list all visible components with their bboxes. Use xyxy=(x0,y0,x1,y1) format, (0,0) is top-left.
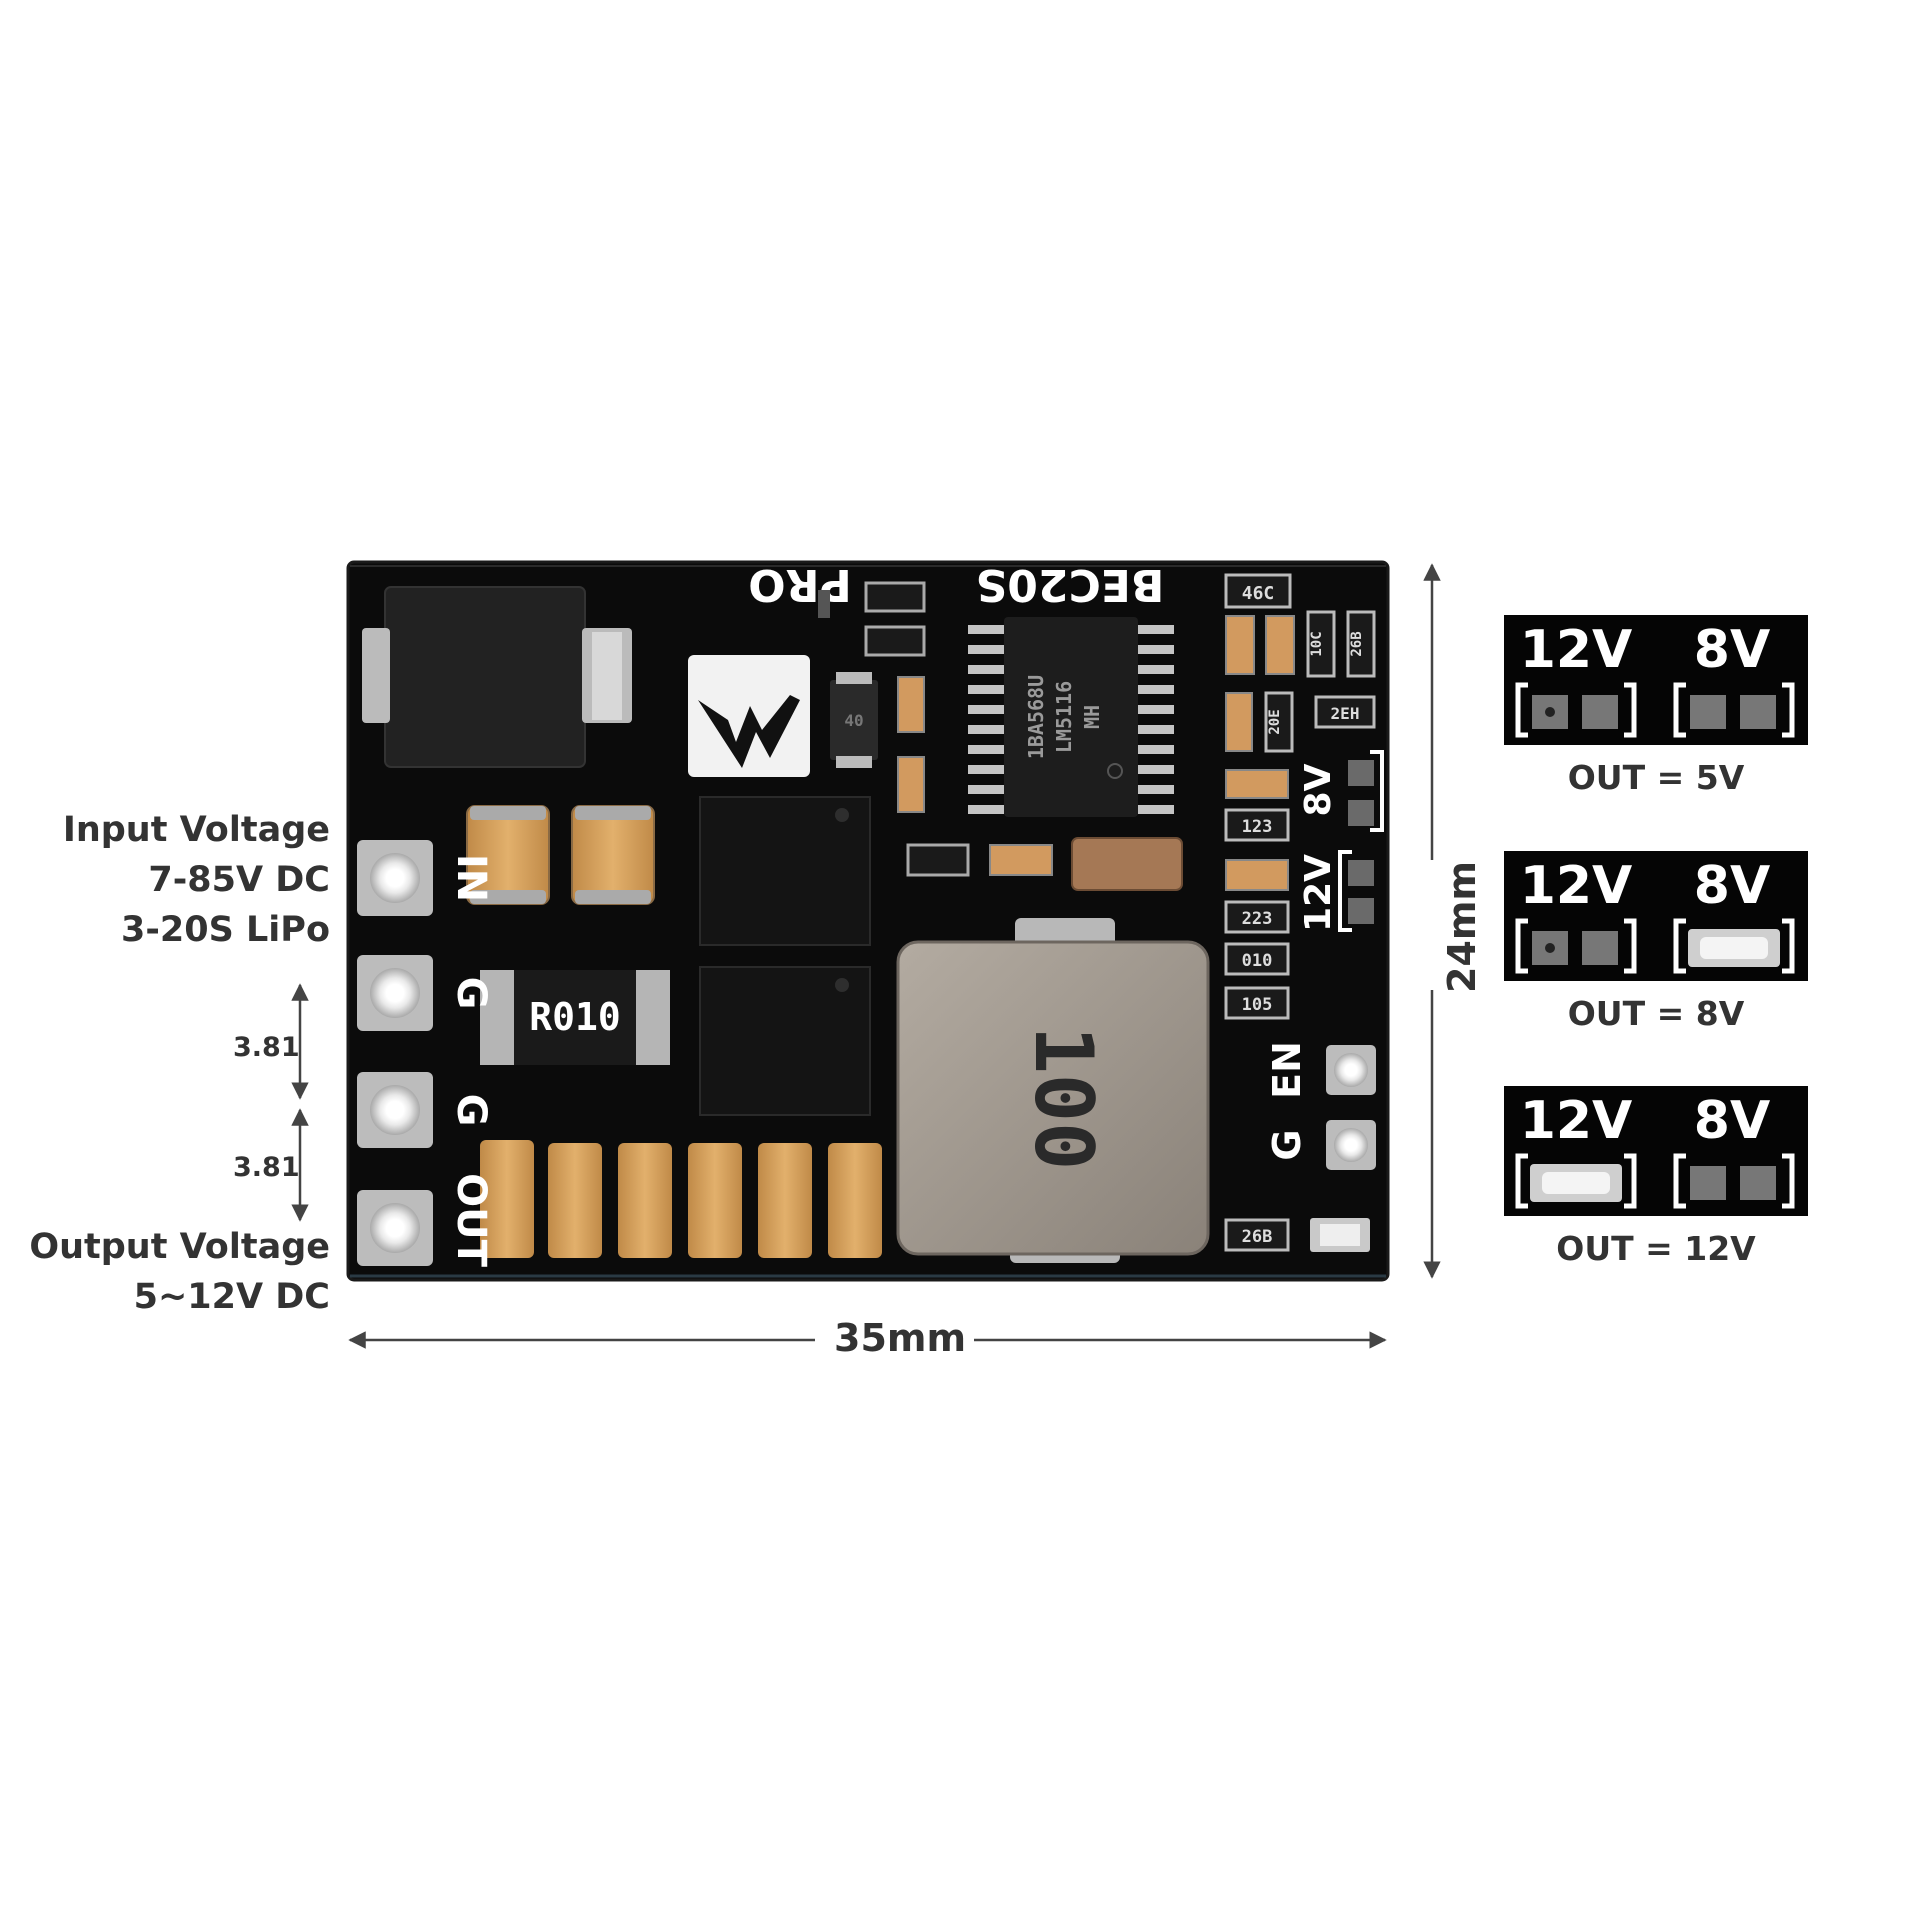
input-voltage-cells: 3-20S LiPo xyxy=(121,910,330,950)
jumper-label-12v: 12V xyxy=(1520,1091,1633,1151)
jumper-label-8v: 8V xyxy=(1694,620,1770,680)
smd-code-2: 10C xyxy=(1309,631,1325,656)
jumper-caption: OUT = 12V xyxy=(1556,1229,1756,1268)
controller-ic: 1BA568U LM5116 MH xyxy=(968,617,1174,817)
jumper-label-12v: 12V xyxy=(1520,856,1633,916)
output-voltage-range: 5~12V DC xyxy=(133,1277,330,1317)
board-label-8v: 8V xyxy=(1298,763,1339,816)
smd-passives-top xyxy=(818,581,1183,891)
smd-code-9: 105 xyxy=(1242,995,1273,1015)
board-label-12v: 12V xyxy=(1298,854,1339,932)
left-solder-pads xyxy=(357,840,433,1266)
jumper-panel: 12V 8V xyxy=(1504,615,1808,745)
output-capacitors xyxy=(480,1140,882,1258)
pad-label-g1: G xyxy=(448,977,494,1010)
jumper-label-8v: 8V xyxy=(1694,856,1770,916)
pad-label-g2: G xyxy=(448,1094,494,1127)
output-voltage-title: Output Voltage xyxy=(29,1227,330,1267)
shunt-resistor: R010 xyxy=(480,970,670,1065)
input-voltage-block: Input Voltage 7-85V DC 3-20S LiPo xyxy=(63,805,330,955)
inductor-marking: 100 xyxy=(1017,1026,1110,1171)
shunt-marking: R010 xyxy=(529,995,621,1039)
jumper-label-8v: 8V xyxy=(1694,1091,1770,1151)
smd-code-4: 20E xyxy=(1267,709,1283,734)
right-solder-pads xyxy=(1326,1045,1376,1170)
mosfets xyxy=(699,796,871,1116)
height-dimension-label: 24mm xyxy=(1440,854,1485,1000)
pad-label-in: IN xyxy=(448,854,494,902)
jumper-panel: 12V 8V xyxy=(1504,1086,1808,1216)
jumper-panel: 12V 8V xyxy=(1504,851,1808,981)
smd-code-8: 010 xyxy=(1242,951,1273,971)
ic-line-2: LM5116 xyxy=(1052,681,1076,753)
smd-code-5: 2EH xyxy=(1331,704,1360,723)
smd-passives-bottom: 26B xyxy=(1224,1218,1370,1252)
jumper-caption: OUT = 5V xyxy=(1567,758,1745,797)
width-dimension-label: 35mm xyxy=(826,1316,975,1360)
board-jumper-pads: 8V 12V xyxy=(1298,750,1384,932)
input-voltage-range: 7-85V DC xyxy=(148,860,330,900)
pad-label-en: EN xyxy=(1265,1041,1309,1099)
brand-label: PRO xyxy=(748,559,852,610)
power-inductor: 100 xyxy=(896,918,1210,1263)
pad-label-g-right: G xyxy=(1265,1129,1309,1160)
ic-line-3: MH xyxy=(1080,705,1104,729)
small-diode: 40 xyxy=(830,672,878,768)
smd-code-6: 123 xyxy=(1242,817,1273,837)
smd-code-7: 223 xyxy=(1242,909,1273,929)
smd-code-10: 26B xyxy=(1242,1227,1273,1247)
input-capacitors xyxy=(466,805,655,905)
pitch-label-2: 3.81 xyxy=(233,1152,300,1183)
output-voltage-block: Output Voltage 5~12V DC xyxy=(29,1222,330,1322)
ic-line-1: 1BA568U xyxy=(1024,675,1048,759)
smd-code-1: 46C xyxy=(1242,583,1275,604)
diode-marking: 40 xyxy=(844,711,863,730)
schottky-diode xyxy=(362,586,632,768)
model-label: BEC20S xyxy=(976,559,1165,610)
jumper-label-12v: 12V xyxy=(1520,620,1633,680)
jumper-caption: OUT = 8V xyxy=(1567,994,1745,1033)
pitch-label-1: 3.81 xyxy=(233,1032,300,1063)
smd-code-3: 26B xyxy=(1349,631,1365,656)
pad-label-out: OUT xyxy=(448,1173,494,1267)
input-voltage-title: Input Voltage xyxy=(62,810,330,850)
brand-logo xyxy=(688,655,810,777)
smd-passives-right: 46C 10C 26B 20E 2EH 123 223 010 105 xyxy=(1224,573,1376,1020)
